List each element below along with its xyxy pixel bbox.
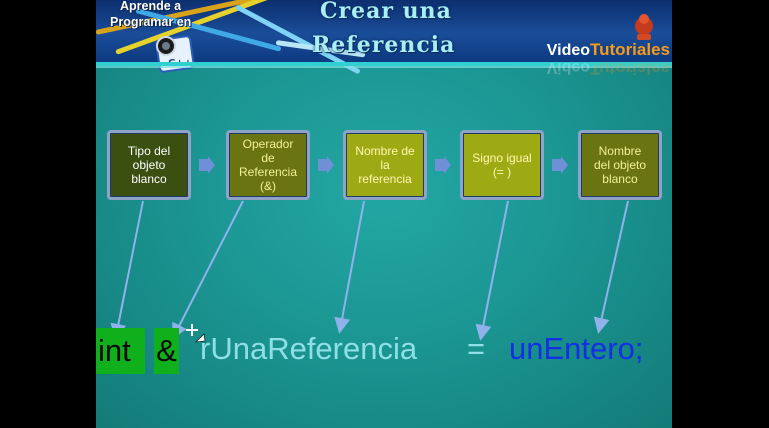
pointer-arrows — [110, 200, 629, 341]
box-text: de — [261, 151, 275, 165]
brand-mascot-icon — [635, 14, 653, 40]
box-text: Nombre de — [355, 144, 415, 158]
box-text: del objeto — [593, 158, 647, 172]
box-nombre-referencia: Nombre de la referencia — [343, 130, 427, 200]
chevron-right-icon — [318, 156, 334, 174]
chevron-right-icon — [435, 156, 451, 174]
code-target: unEntero; — [509, 331, 644, 366]
code-ref-name: rUnaReferencia — [200, 331, 418, 366]
box-text: (= ) — [492, 165, 512, 179]
code-operator: & — [154, 328, 179, 374]
box-signo-igual: Signo igual (= ) — [460, 130, 544, 200]
logo-line2: Programar en — [110, 15, 192, 29]
chevron-right-icon — [199, 156, 215, 174]
pointer-arrow — [172, 200, 244, 340]
box-text: (&) — [260, 179, 276, 193]
slide: Aprende a Programar en C++ Crear una Ref… — [96, 0, 672, 428]
header-banner: Aprende a Programar en C++ Crear una Ref… — [96, 0, 672, 75]
code-equals: = — [467, 331, 486, 366]
chevron-right-icon — [552, 156, 568, 174]
pointer-arrow — [110, 200, 144, 340]
cursor-crosshair-icon — [186, 324, 206, 343]
pointer-arrow — [593, 200, 629, 334]
box-text: Tipo del — [127, 144, 171, 158]
title-line1: Crear una — [320, 0, 452, 24]
brand-video: Video — [546, 42, 591, 59]
pointer-arrow — [334, 200, 365, 334]
box-operador-referencia: Operador de Referencia (&) — [226, 130, 310, 200]
box-text: Referencia — [238, 165, 298, 179]
box-text: referencia — [358, 172, 412, 186]
title-line2: Referencia — [312, 32, 456, 58]
logo-line1: Aprende a — [120, 0, 182, 13]
box-nombre-objeto: Nombre del objeto blanco — [578, 130, 662, 200]
box-text: Nombre — [598, 144, 642, 158]
box-text: blanco — [602, 172, 638, 186]
box-tipo-objeto: Tipo del objeto blanco — [107, 130, 191, 200]
box-text: objeto — [132, 158, 166, 172]
box-text: blanco — [131, 172, 167, 186]
header-divider-light — [96, 66, 672, 68]
box-text: Operador — [242, 137, 294, 151]
box-text: la — [380, 158, 390, 172]
pointer-arrow — [475, 200, 509, 341]
box-text: Signo igual — [472, 151, 532, 165]
header-divider — [96, 62, 672, 66]
brand-logo: VideoTutoriales — [547, 40, 670, 60]
brand-tutoriales: Tutoriales — [590, 40, 670, 59]
code-type: int — [96, 328, 145, 374]
